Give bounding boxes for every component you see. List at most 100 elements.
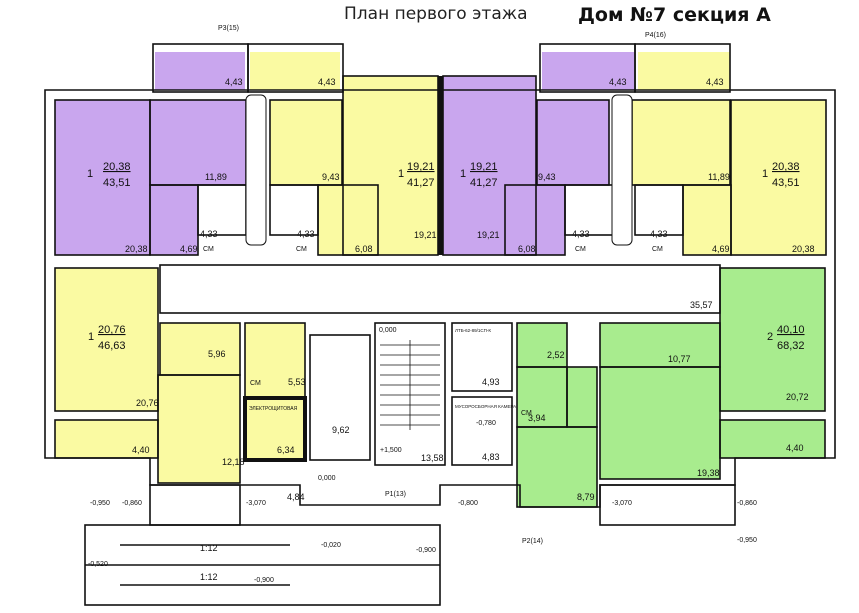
svg-text:-0,780: -0,780: [476, 420, 496, 427]
svg-text:4,43: 4,43: [318, 77, 336, 87]
svg-text:20,76: 20,76: [136, 398, 159, 408]
svg-text:43,51: 43,51: [103, 177, 131, 189]
svg-text:4,33: 4,33: [297, 229, 315, 239]
svg-text:0,000: 0,000: [318, 475, 336, 482]
svg-text:20,38: 20,38: [103, 161, 131, 173]
svg-text:1: 1: [398, 168, 404, 180]
riser-shafts: [245, 94, 633, 246]
hall-fill: [150, 185, 198, 255]
svg-text:4,33: 4,33: [200, 229, 218, 239]
svg-text:13,58: 13,58: [421, 453, 444, 463]
svg-text:4,43: 4,43: [706, 77, 724, 87]
apt-label-bottom-right: 2 40,10 68,32: [767, 324, 805, 352]
svg-text:СМ: СМ: [652, 246, 663, 253]
svg-text:-0,860: -0,860: [122, 500, 142, 507]
house-section-title: Дом №7 секция А: [578, 4, 771, 26]
svg-text:-0,860: -0,860: [737, 500, 757, 507]
svg-text:3,94: 3,94: [528, 413, 546, 423]
svg-text:4,84: 4,84: [287, 492, 305, 502]
svg-text:4,93: 4,93: [482, 377, 500, 387]
svg-text:4,43: 4,43: [225, 77, 243, 87]
svg-text:-0,900: -0,900: [254, 577, 274, 584]
riser-label-p1: Р1(13): [385, 491, 406, 498]
svg-text:4,33: 4,33: [572, 229, 590, 239]
riser-label-r3: Р3(15): [218, 25, 239, 32]
svg-text:9,62: 9,62: [332, 425, 350, 435]
svg-text:СМ: СМ: [296, 246, 307, 253]
apt-label-bottom-left: 1 20,76 46,63: [88, 324, 126, 352]
svg-text:6,08: 6,08: [355, 244, 373, 254]
svg-text:20,38: 20,38: [792, 244, 815, 254]
balcony-fill: [155, 52, 245, 90]
svg-text:19,21: 19,21: [477, 230, 500, 240]
svg-text:19,21: 19,21: [470, 161, 498, 173]
svg-text:41,27: 41,27: [407, 177, 435, 189]
svg-text:СМ: СМ: [575, 246, 586, 253]
svg-text:4,69: 4,69: [180, 244, 198, 254]
svg-text:2: 2: [767, 331, 773, 343]
svg-text:СМ: СМ: [250, 380, 261, 387]
svg-text:46,63: 46,63: [98, 340, 126, 352]
svg-text:12,18: 12,18: [222, 457, 245, 467]
apartment-top-center-left[interactable]: [250, 52, 438, 255]
apartment-top-left[interactable]: [55, 52, 246, 255]
svg-text:-0,950: -0,950: [90, 500, 110, 507]
svg-text:11,89: 11,89: [205, 172, 227, 182]
plan-title: План первого этажа: [344, 4, 528, 24]
apartment-top-right[interactable]: [632, 52, 826, 255]
svg-text:6,08: 6,08: [518, 244, 536, 254]
svg-text:41,27: 41,27: [470, 177, 498, 189]
svg-text:4,40: 4,40: [786, 443, 804, 453]
riser-label-p2: Р2(14): [522, 538, 543, 545]
apartment-bottom-right[interactable]: [517, 268, 825, 507]
svg-text:35,57: 35,57: [690, 300, 713, 310]
stair-treads: [380, 340, 440, 430]
apt-label-top-center-left: 1 19,21 41,27: [398, 161, 435, 189]
svg-text:8,79: 8,79: [577, 492, 595, 502]
svg-text:4,69: 4,69: [712, 244, 730, 254]
svg-text:9,43: 9,43: [322, 172, 340, 182]
apt-label-top-left: 1 20,38 43,51: [87, 161, 131, 189]
svg-text:-0,520: -0,520: [88, 561, 108, 568]
svg-text:19,38: 19,38: [697, 468, 720, 478]
svg-text:20,72: 20,72: [786, 392, 809, 402]
svg-text:4,83: 4,83: [482, 452, 500, 462]
living-room-fill: [55, 100, 150, 255]
svg-text:5,53: 5,53: [288, 377, 306, 387]
svg-text:-0,800: -0,800: [458, 500, 478, 507]
svg-text:1: 1: [762, 168, 768, 180]
svg-text:4,43: 4,43: [609, 77, 627, 87]
svg-text:40,10: 40,10: [777, 324, 805, 336]
svg-text:6,34: 6,34: [277, 445, 295, 455]
svg-text:1: 1: [87, 168, 93, 180]
level-marks: -0,950 -0,860 -3,070 -0,020 -0,900 -0,80…: [88, 500, 757, 584]
svg-text:-0,900: -0,900: [416, 547, 436, 554]
svg-text:ЭЛЕКТРОЩИТОВАЯ: ЭЛЕКТРОЩИТОВАЯ: [249, 406, 298, 412]
kitchen-fill: [150, 100, 246, 185]
svg-text:-0,950: -0,950: [737, 537, 757, 544]
walls: [44, 43, 836, 606]
svg-text:1: 1: [88, 331, 94, 343]
svg-text:2,52: 2,52: [547, 350, 565, 360]
apartment-bottom-left[interactable]: [55, 268, 305, 483]
labels: Р3(15) Р4(16) Р1(13) Р2(14) 4,43 4,43 4,…: [87, 25, 815, 584]
apt-label-top-right: 1 20,38 43,51: [762, 161, 800, 189]
svg-text:4,33: 4,33: [650, 229, 668, 239]
svg-text:11,89: 11,89: [708, 172, 730, 182]
svg-text:5,96: 5,96: [208, 349, 226, 359]
svg-text:0,000: 0,000: [379, 327, 397, 334]
svg-text:ЛТБ-62-89/1СП-К: ЛТБ-62-89/1СП-К: [455, 328, 491, 333]
svg-text:МУСОРОСБОРНАЯ КАМЕРА: МУСОРОСБОРНАЯ КАМЕРА: [455, 404, 516, 409]
svg-text:20,76: 20,76: [98, 324, 126, 336]
party-wall: [438, 76, 443, 255]
svg-text:43,51: 43,51: [772, 177, 800, 189]
svg-text:20,38: 20,38: [772, 161, 800, 173]
svg-text:-0,020: -0,020: [321, 542, 341, 549]
ramp-slope-upper: 1:12: [200, 543, 218, 553]
apartment-top-center-right[interactable]: [443, 52, 634, 255]
riser-label-r4: Р4(16): [645, 32, 666, 39]
svg-text:9,43: 9,43: [538, 172, 556, 182]
ramp-slope-lower: 1:12: [200, 572, 218, 582]
svg-text:-3,070: -3,070: [246, 500, 266, 507]
